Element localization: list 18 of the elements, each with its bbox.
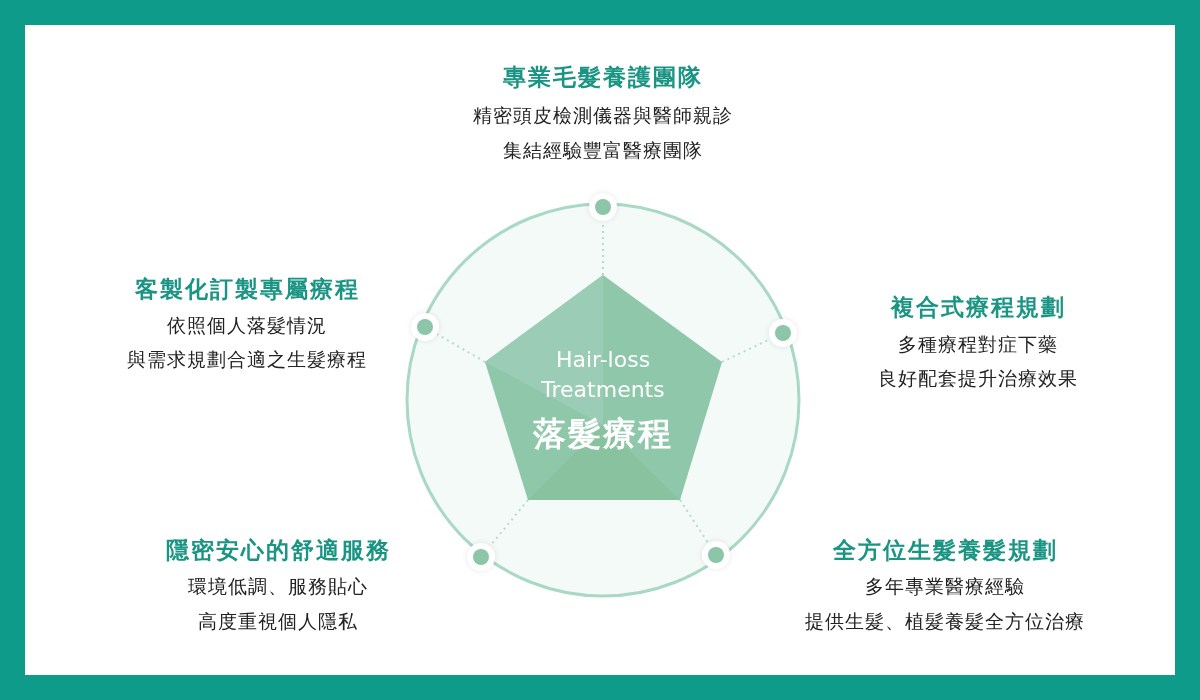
- description: 環境低調、服務貼心: [188, 574, 368, 599]
- description: 提供生髮、植髮養髮全方位治療: [805, 609, 1085, 634]
- center-title: Hair-loss Treatments: [540, 346, 666, 404]
- heading: 專業毛髮養護團隊: [503, 63, 703, 92]
- description: 多種療程對症下藥: [898, 332, 1058, 357]
- description: 良好配套提升治療效果: [878, 366, 1078, 391]
- description: 與需求規劃合適之生髮療程: [127, 347, 367, 372]
- pentagon: [485, 275, 722, 500]
- description: 精密頭皮檢測儀器與醫師親診: [473, 103, 733, 128]
- description: 高度重視個人隱私: [198, 609, 358, 634]
- heading: 全方位生髮養髮規劃: [832, 536, 1058, 565]
- heading: 客製化訂製專屬療程: [134, 275, 360, 304]
- description: 依照個人落髮情況: [167, 313, 327, 338]
- heading: 複合式療程規劃: [890, 293, 1066, 322]
- center-title: 落髮療程: [532, 413, 674, 455]
- description: 多年專業醫療經驗: [865, 574, 1025, 599]
- description: 集結經驗豐富醫療團隊: [503, 138, 703, 163]
- heading: 隱密安心的舒適服務: [165, 536, 391, 565]
